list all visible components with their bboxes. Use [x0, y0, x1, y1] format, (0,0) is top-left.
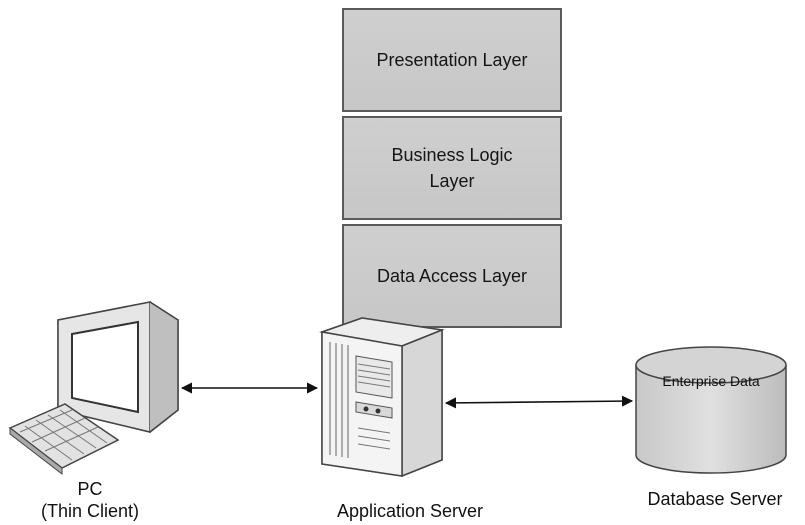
database-server-label: Database Server: [647, 489, 783, 509]
presentation-layer-label: Presentation Layer: [376, 50, 528, 70]
data-access-layer-label: Data Access Layer: [376, 266, 528, 286]
business-logic-layer-box: Business Logic Layer: [342, 116, 562, 220]
data-access-layer-box: Data Access Layer: [342, 224, 562, 328]
application-server-label: Application Server: [336, 501, 484, 521]
presentation-layer-box: Presentation Layer: [342, 8, 562, 112]
enterprise-data-label: Enterprise Data: [662, 373, 760, 389]
application-server-icon: [319, 317, 445, 478]
business-logic-layer-label: Business Logic Layer: [391, 145, 513, 191]
pc-monitor-icon: [57, 301, 179, 433]
pc-label: PC (Thin Client): [40, 479, 140, 521]
database-cylinder-icon: [635, 346, 787, 474]
app-server-to-database-arrow: [444, 395, 634, 409]
keyboard-icon: [8, 403, 120, 476]
